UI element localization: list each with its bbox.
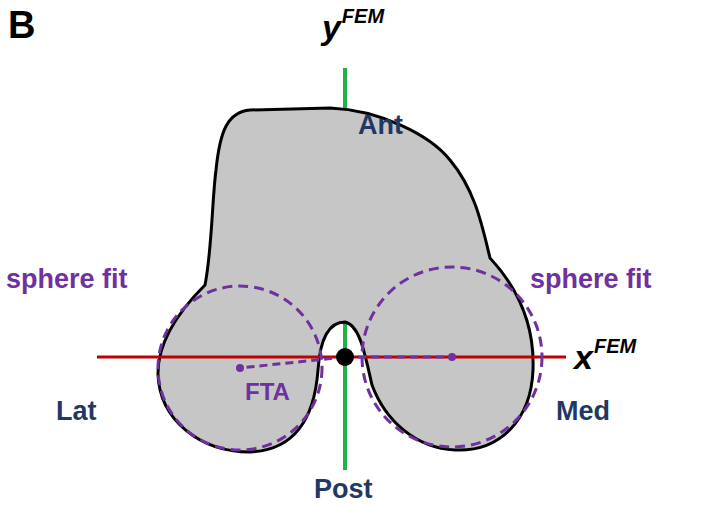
axis-superscript: FEM — [594, 336, 636, 356]
sphere-fit-label: sphere fit — [530, 266, 652, 293]
sphere-center — [236, 364, 244, 372]
direction-label: Lat — [56, 398, 97, 425]
axis-name: y — [322, 10, 341, 44]
direction-label: Ant — [358, 112, 403, 139]
axis-superscript: FEM — [342, 6, 384, 26]
origin-dot — [336, 348, 354, 366]
direction-label: Post — [314, 476, 373, 503]
sphere-fit-label: sphere fit — [6, 266, 128, 293]
femur-outline — [158, 108, 533, 452]
sphere-fit-circle — [158, 286, 322, 450]
fta-line — [240, 357, 345, 368]
panel-letter: B — [8, 6, 35, 44]
fta-label: FTA — [245, 380, 290, 404]
sphere-center — [448, 353, 456, 361]
direction-label: Med — [556, 398, 610, 425]
axis-name: x — [574, 340, 593, 374]
fta-line — [345, 356, 452, 359]
